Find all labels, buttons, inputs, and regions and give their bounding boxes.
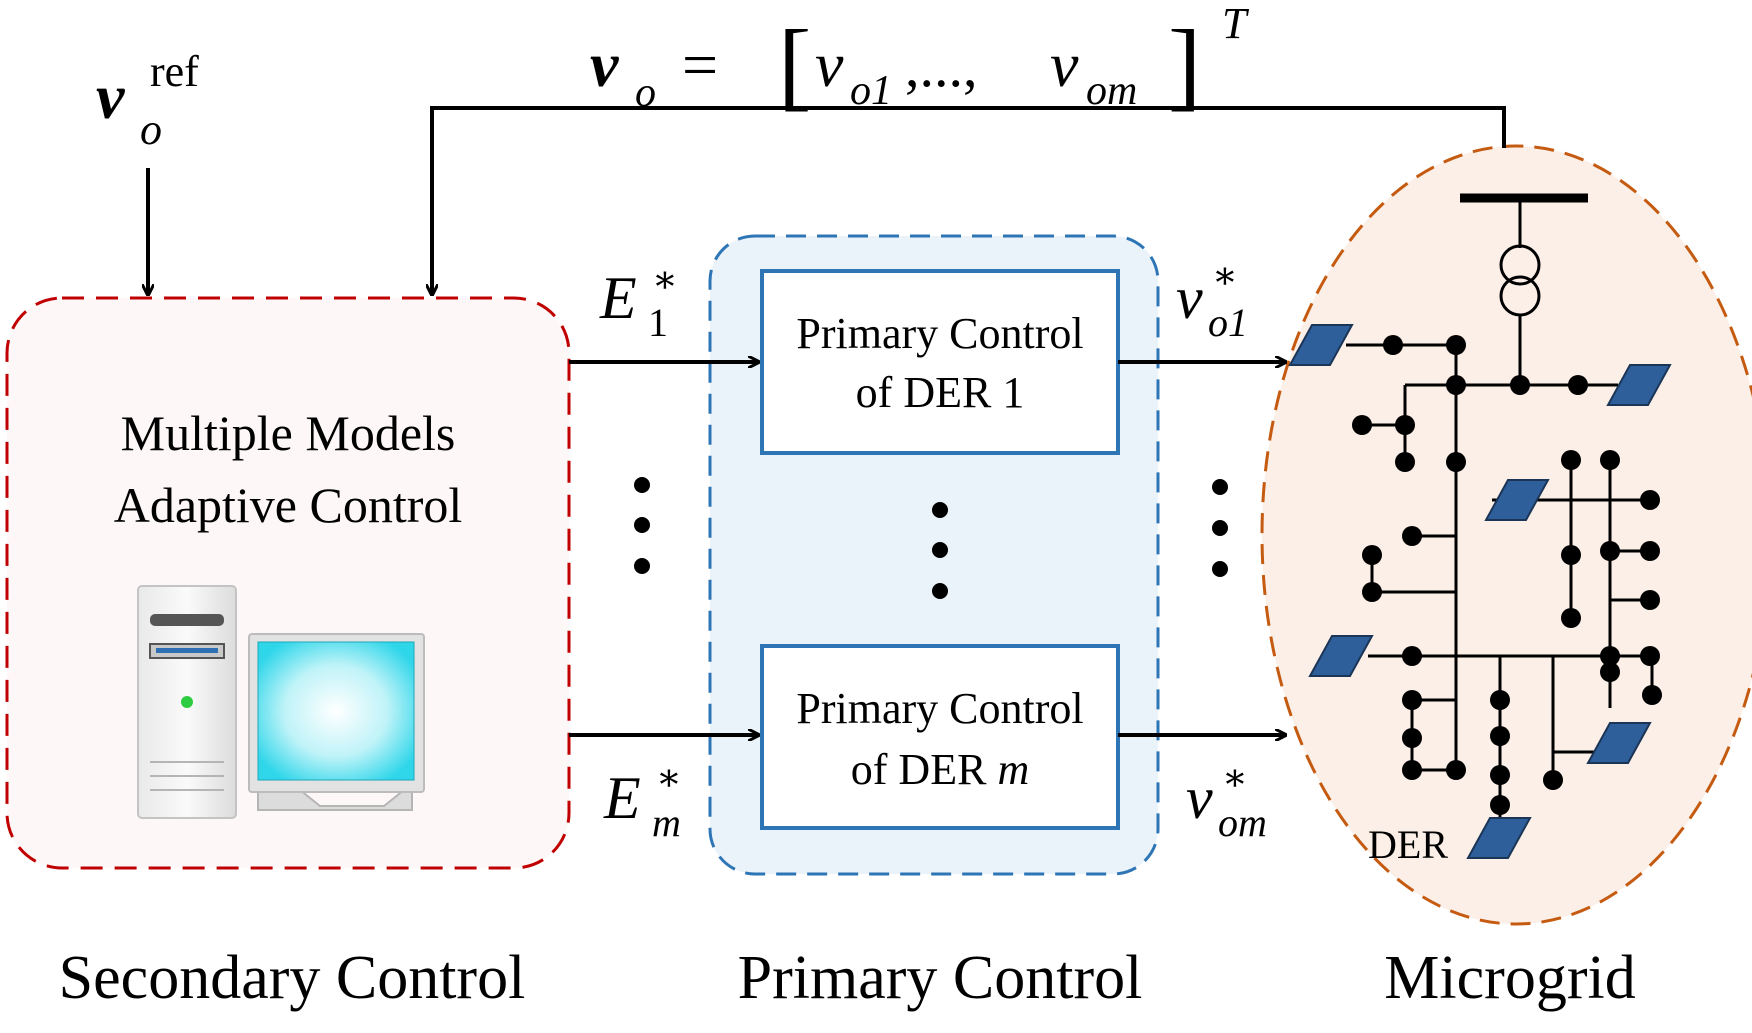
secondary-title-line1: Multiple Models (121, 405, 456, 461)
ellipsis-dots-right (1212, 479, 1228, 577)
der1-primary-box (760, 269, 1120, 455)
caption-secondary-control: Secondary Control (59, 944, 526, 1012)
em-sub: m (652, 800, 681, 845)
vo-vm: v (1050, 29, 1079, 100)
vo-sup: T (1222, 0, 1250, 48)
computer-icon (137, 585, 237, 819)
vo1-sub: o1 (1208, 300, 1248, 345)
feedback-line (432, 106, 1506, 294)
derm-line2-var: m (997, 745, 1029, 794)
vo-symbol: v (590, 29, 619, 100)
microgrid-nodes (1352, 335, 1662, 815)
em-symbol: E (603, 765, 641, 831)
ellipsis-dots-center (932, 502, 948, 599)
vo-open-bracket: [ (778, 9, 811, 120)
vo-sub: o (635, 70, 656, 116)
caption-microgrid: Microgrid (1384, 944, 1635, 1012)
der1-primary-box-line2: of DER 1 (856, 368, 1025, 417)
derm-line2-prefix: of DER (851, 745, 998, 794)
vo-v1: v (815, 29, 844, 100)
em-sup: ∗ (656, 757, 682, 799)
vo-v1-sub: o1 (850, 68, 892, 114)
e1-sup: ∗ (652, 259, 678, 301)
vo1-sup: ∗ (1212, 255, 1238, 297)
vom-sup: ∗ (1222, 757, 1248, 799)
vom-sub: om (1218, 800, 1267, 845)
vo1-symbol: v (1176, 265, 1203, 331)
e1-symbol: E (599, 265, 637, 331)
transformer-icon (1460, 193, 1588, 385)
ellipsis-dots-left (634, 477, 650, 574)
derm-primary-box-line1: Primary Control (796, 684, 1083, 733)
ref-symbol: v (96, 61, 125, 132)
vo-equals: = (682, 29, 718, 100)
monitor-icon (248, 633, 425, 811)
der-label: DER (1368, 822, 1448, 867)
secondary-title-line2: Adaptive Control (114, 477, 463, 533)
e1-sub: 1 (648, 300, 668, 345)
der-icon (1288, 324, 1672, 859)
caption-primary-control: Primary Control (738, 944, 1143, 1012)
ref-sup: ref (150, 47, 199, 96)
der1-primary-box-line1: Primary Control (796, 309, 1083, 358)
vo-vm-sub: om (1086, 68, 1137, 114)
vo-separator: ,..., (905, 34, 978, 99)
derm-primary-box (760, 644, 1120, 830)
ref-sub: o (140, 105, 162, 154)
vo-close-bracket: ] (1168, 9, 1201, 120)
derm-primary-box-line2: of DER m (851, 745, 1029, 794)
vom-symbol: v (1186, 765, 1213, 831)
